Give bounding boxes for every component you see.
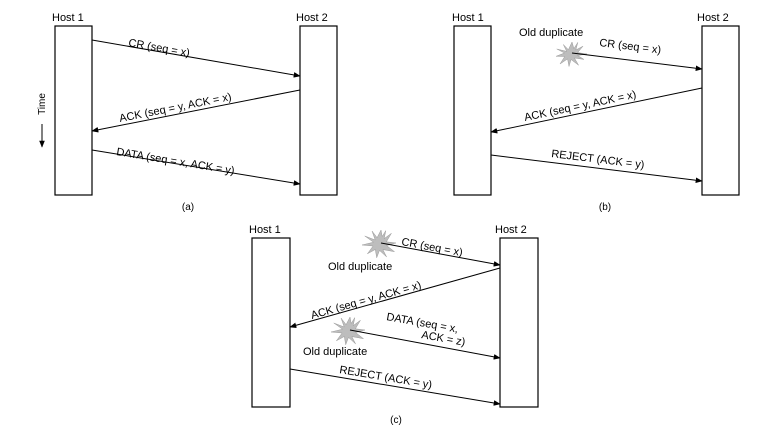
host1-timeline-a [54, 25, 93, 196]
ack-label-b: ACK (seq = y, ACK = x) [523, 89, 637, 124]
reject-arrow-b [490, 154, 703, 184]
host1-label-a: Host 1 [52, 12, 84, 24]
old-duplicate-label-c1: Old duplicate [328, 261, 392, 273]
ack-arrow-a [91, 89, 301, 133]
old-duplicate-burst-icon-c1 [361, 229, 397, 259]
cr-label-c: CR (seq = x) [400, 236, 463, 259]
old-duplicate-label-c2: Old duplicate [303, 346, 367, 358]
caption-a: (a) [182, 202, 194, 213]
host2-timeline-c [499, 237, 539, 408]
reject-arrow-c [289, 368, 501, 406]
host2-timeline-b [701, 25, 740, 196]
cr-arrow-c [380, 242, 501, 267]
host2-label-b: Host 2 [697, 12, 729, 24]
time-axis-label: Time [37, 93, 48, 115]
data-label-a: DATA (seq = x, ACK = y) [116, 146, 236, 177]
reject-label-c: REJECT (ACK = y) [339, 364, 433, 391]
old-duplicate-burst-icon-c2 [330, 316, 366, 346]
old-duplicate-burst-icon-b [555, 41, 588, 67]
host2-label-a: Host 2 [296, 12, 328, 24]
host1-label-b: Host 1 [452, 12, 484, 24]
diagram-b: Host 1 Host 2 Old duplicate CR (seq = x)… [452, 12, 740, 213]
ack-arrow-c [289, 267, 501, 328]
host2-timeline-a [299, 25, 338, 196]
cr-arrow-a [91, 39, 301, 78]
data-arrow-c [349, 329, 501, 360]
ack-label-a: ACK (seq = y, ACK = x) [118, 91, 232, 125]
cr-arrow-b [571, 52, 703, 72]
host2-label-c: Host 2 [495, 224, 527, 236]
host1-timeline-c [251, 237, 291, 408]
diagram-a: Host 1 Host 2 Time CR (seq = x) ACK (seq… [37, 12, 338, 213]
diagram-c: Host 1 Host 2 Old duplicate CR (seq = x)… [249, 224, 539, 426]
host1-timeline-b [453, 25, 492, 196]
host1-label-c: Host 1 [249, 224, 281, 236]
caption-c: (c) [390, 415, 402, 426]
cr-label-a: CR (seq = x) [127, 37, 190, 59]
data-label-c-line2: ACK = z) [420, 329, 466, 349]
old-duplicate-label-b: Old duplicate [519, 27, 583, 39]
cr-label-b: CR (seq = x) [599, 37, 662, 56]
caption-b: (b) [599, 202, 611, 213]
ack-arrow-b [490, 87, 703, 134]
data-arrow-a [91, 149, 301, 186]
